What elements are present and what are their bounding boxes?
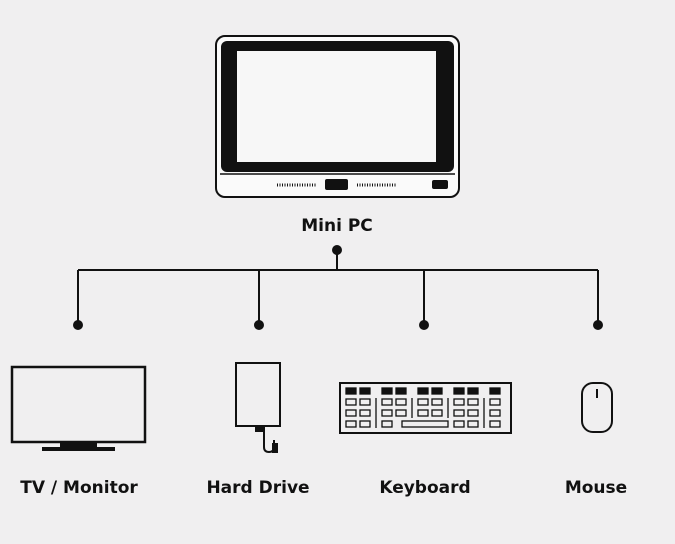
hard-drive-label: Hard Drive [206, 478, 310, 498]
monitor-icon [10, 365, 147, 451]
keyboard-icon [339, 382, 512, 434]
monitor-connection-dot [73, 320, 83, 330]
monitor-label: TV / Monitor [20, 478, 138, 498]
keyboard-connection-dot [419, 320, 429, 330]
mouse-label: Mouse [564, 478, 628, 498]
keyboard-label: Keyboard [379, 478, 471, 498]
hub-label: Mini PC [301, 216, 373, 236]
hard-drive-icon [235, 362, 281, 454]
mini-pc-icon [215, 35, 460, 198]
hub-connection-dot [332, 245, 342, 255]
mouse-connection-dot [593, 320, 603, 330]
hard-drive-connection-dot [254, 320, 264, 330]
mouse-icon [581, 382, 613, 433]
connection-dots [73, 245, 603, 330]
connection-lines [77, 250, 599, 325]
